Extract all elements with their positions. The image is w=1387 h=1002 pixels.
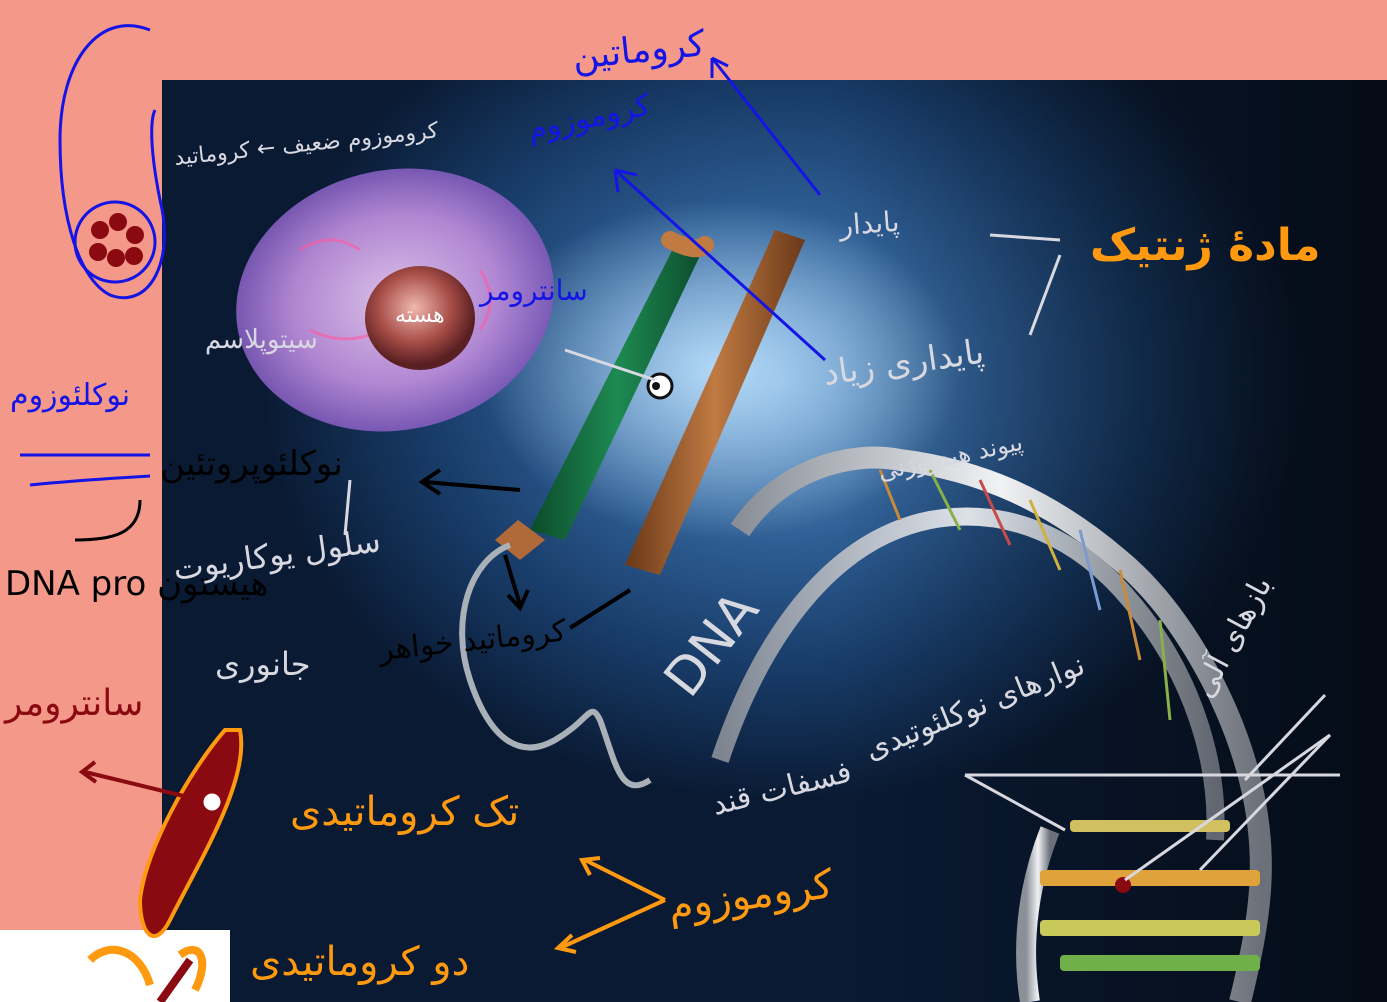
label-eukaryotic-cell: سلول یوکاریوت — [171, 521, 383, 588]
label-nucleus: هسته — [395, 303, 445, 328]
label-phosphate-sugar: فسفات قند — [708, 754, 855, 822]
label-weak-chromosome: کروموزوم ضعیف ← کروماتید — [173, 118, 440, 171]
label-stable: پایدار — [836, 205, 900, 242]
label-nucleoprotein: نوکلئوپروتئین — [160, 444, 343, 484]
label-nucleosome: نوکلئوزوم — [10, 378, 130, 413]
centromere-sketch — [82, 730, 241, 1002]
label-double-chromatid: دو کروماتیدی — [250, 939, 469, 985]
label-chromatin: کروماتین — [571, 23, 708, 78]
label-sister-chromatids: کروماتید خواهر — [375, 613, 568, 668]
label-single-chromatid: تک کروماتیدی — [290, 789, 519, 835]
dna-helix — [720, 458, 1261, 1002]
label-cytoplasm: سیتوپلاسم — [205, 325, 318, 355]
label-centromere-blue: سانترومر — [478, 274, 588, 307]
label-nucleotide-strands: نوارهای نوکلئوتیدی — [860, 647, 1090, 767]
label-centromere-dark: سانترومر — [3, 683, 143, 724]
label-animal: جانوری — [215, 645, 310, 683]
label-chromosome-blue: کروموزوم — [524, 88, 654, 148]
nucleosome-sketch — [20, 26, 164, 485]
label-chromosome-orange: کروموزوم — [665, 861, 837, 930]
label-genetic-material: مادهٔ ژنتیک — [1090, 220, 1320, 271]
